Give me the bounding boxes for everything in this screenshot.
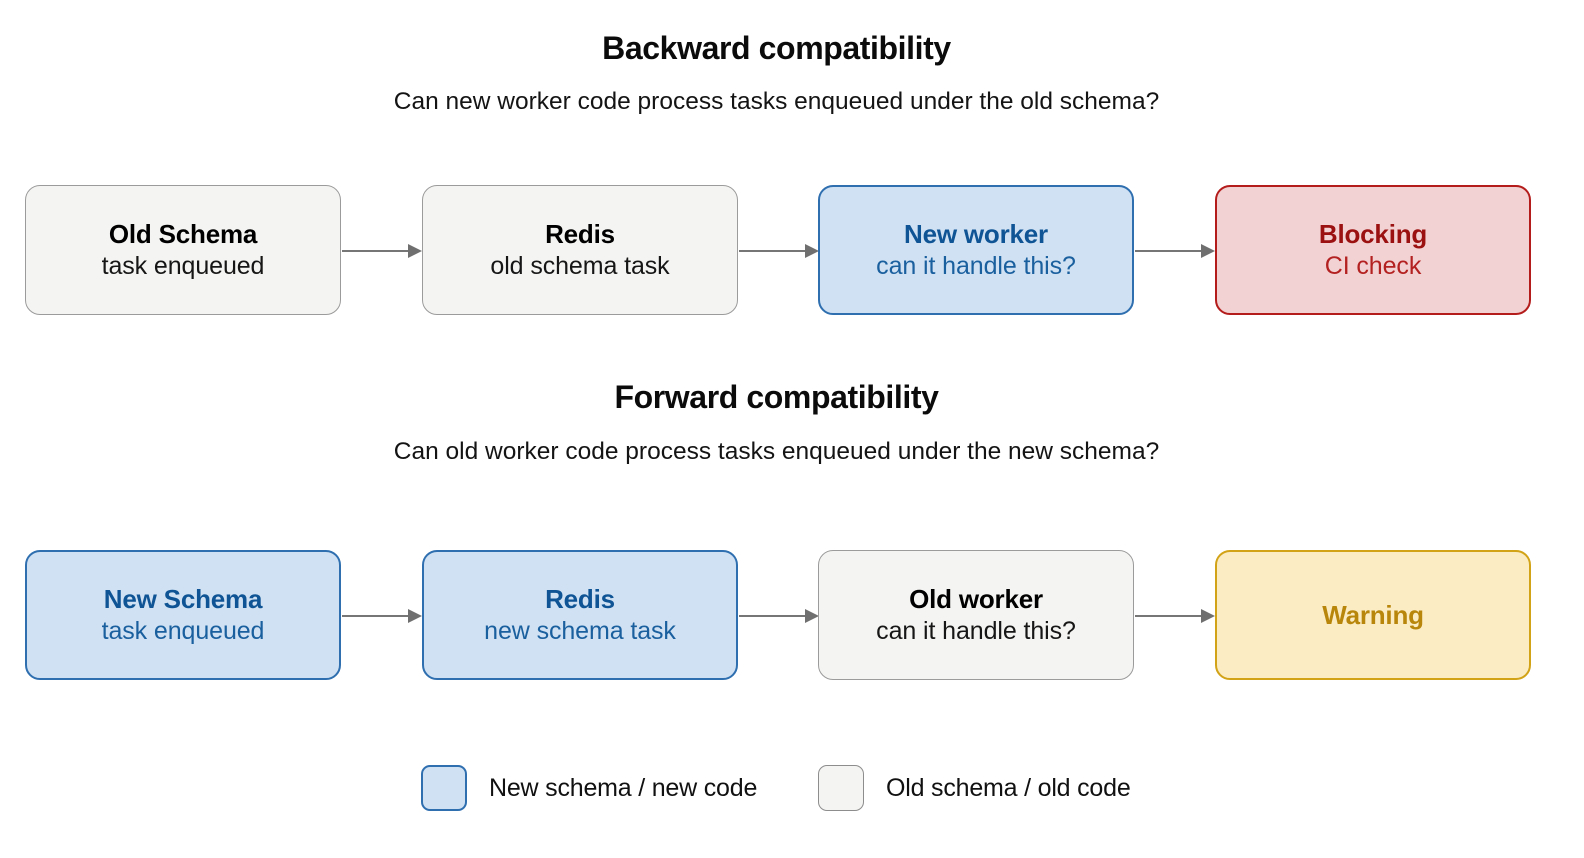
node-new-worker[interactable]: New worker can it handle this? [818, 185, 1134, 315]
node-title: Old Schema [108, 218, 258, 249]
flow-row-backward: Old Schema task enqueued Redis old schem… [0, 185, 1584, 317]
node-redis-old[interactable]: Redis old schema task [422, 185, 738, 315]
arrow-right-icon [739, 243, 819, 259]
section-title-forward: Forward compatibility [614, 379, 939, 415]
node-subtitle: CI check [1324, 251, 1422, 280]
node-blocking-ci-check[interactable]: Blocking CI check [1215, 185, 1531, 315]
section-subtitle-forward: Can old worker code process tasks enqueu… [393, 438, 1160, 465]
arrow-head [805, 244, 819, 258]
legend-swatch-blue [421, 765, 467, 811]
node-title: Blocking [1318, 218, 1428, 249]
section-subtitle-backward: Can new worker code process tasks enqueu… [393, 88, 1160, 115]
section-title-backward: Backward compatibility [602, 30, 951, 66]
arrow-shaft [342, 615, 408, 617]
legend: New schema / new code Old schema / old c… [0, 762, 1584, 822]
legend-item-old-schema: Old schema / old code [818, 762, 1131, 814]
node-title: Redis [545, 583, 615, 614]
arrow-head [1201, 609, 1215, 623]
arrow-shaft [1135, 250, 1201, 252]
arrow-shaft [342, 250, 408, 252]
arrow-right-icon [342, 243, 422, 259]
node-subtitle: can it handle this? [876, 251, 1076, 280]
arrow-right-icon [739, 608, 819, 624]
legend-label: Old schema / old code [886, 773, 1131, 802]
arrow-right-icon [342, 608, 422, 624]
arrow-right-icon [1135, 608, 1215, 624]
arrow-shaft [739, 250, 805, 252]
node-title: Redis [545, 218, 615, 249]
node-subtitle: new schema task [484, 616, 676, 645]
node-old-schema[interactable]: Old Schema task enqueued [25, 185, 341, 315]
flow-row-forward: New Schema task enqueued Redis new schem… [0, 550, 1584, 682]
node-redis-new[interactable]: Redis new schema task [422, 550, 738, 680]
legend-label: New schema / new code [489, 773, 758, 802]
arrow-shaft [1135, 615, 1201, 617]
node-title: New Schema [103, 583, 263, 614]
node-title: Warning [1322, 599, 1424, 630]
legend-swatch-gray [818, 765, 864, 811]
node-subtitle: old schema task [490, 251, 670, 280]
arrow-head [408, 609, 422, 623]
arrow-head [1201, 244, 1215, 258]
node-subtitle: task enqueued [101, 616, 265, 645]
arrow-right-icon [1135, 243, 1215, 259]
node-warning[interactable]: Warning [1215, 550, 1531, 680]
node-subtitle: task enqueued [101, 251, 265, 280]
legend-item-new-schema: New schema / new code [421, 762, 757, 814]
node-old-worker[interactable]: Old worker can it handle this? [818, 550, 1134, 680]
node-title: New worker [904, 218, 1048, 249]
node-subtitle: can it handle this? [876, 616, 1076, 645]
arrow-head [805, 609, 819, 623]
arrow-shaft [739, 615, 805, 617]
node-new-schema[interactable]: New Schema task enqueued [25, 550, 341, 680]
node-title: Old worker [909, 583, 1043, 614]
arrow-head [408, 244, 422, 258]
